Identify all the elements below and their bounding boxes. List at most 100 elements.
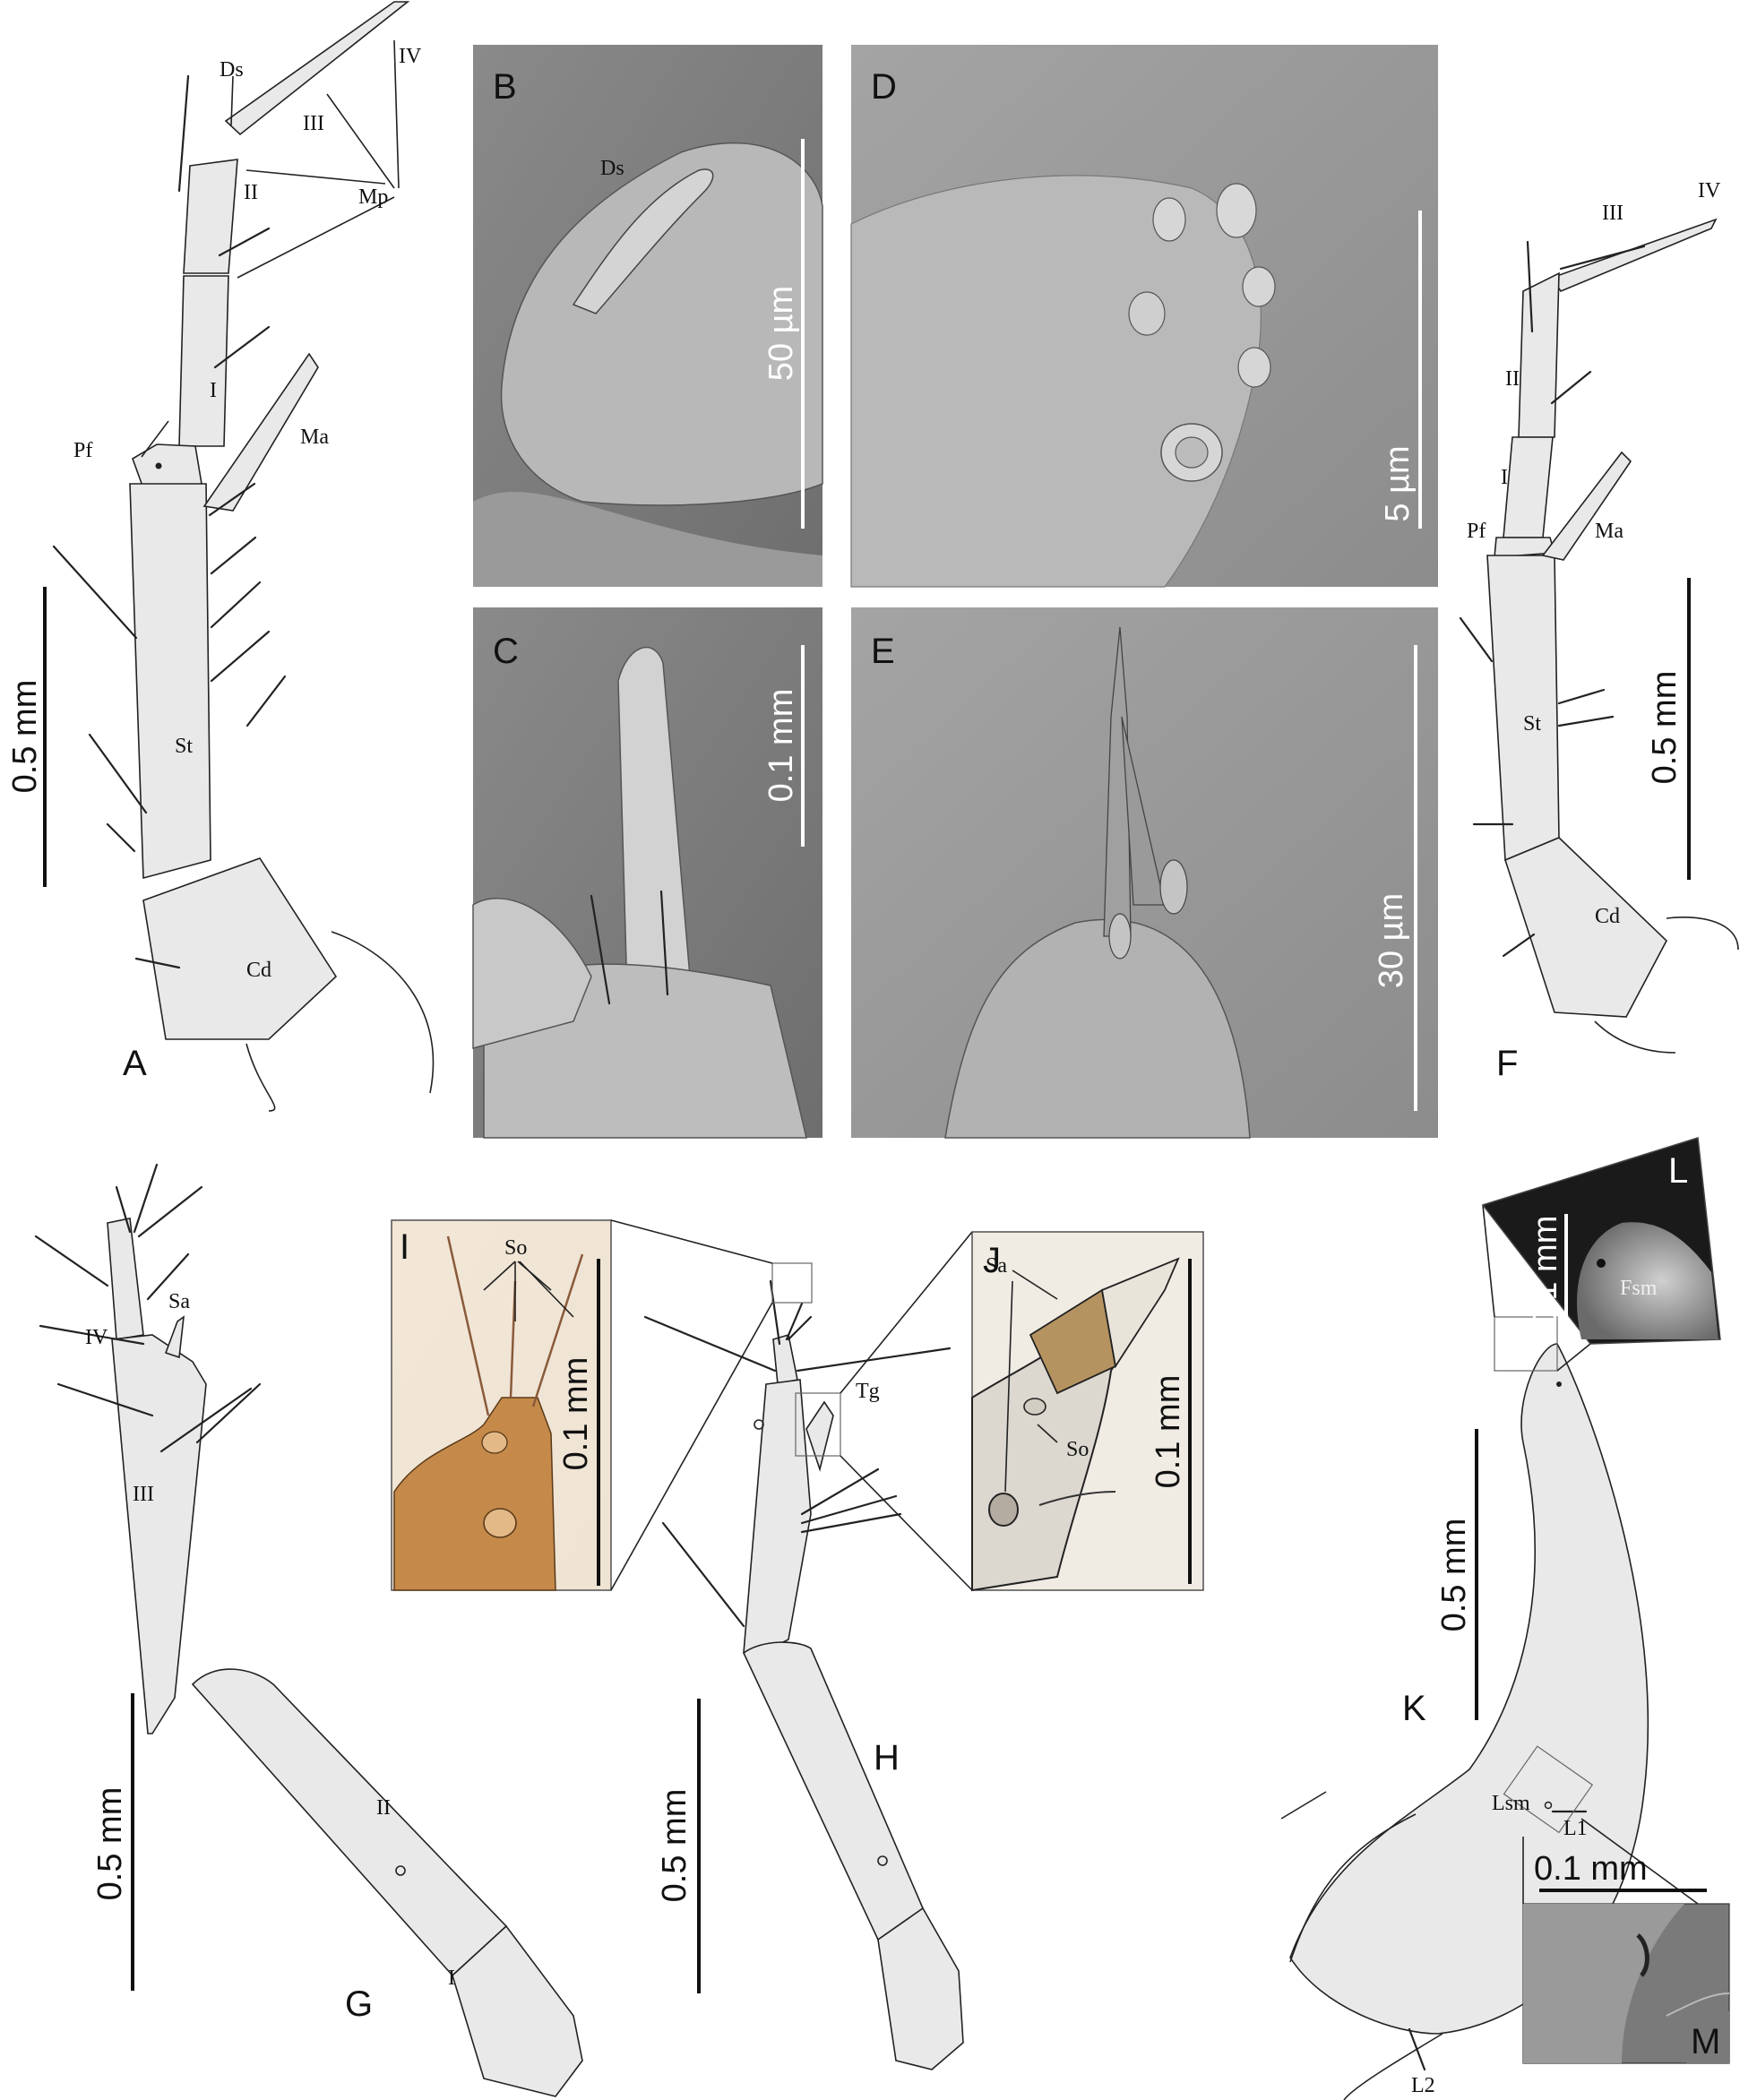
- h-segment-iv: [772, 1333, 798, 1385]
- panel-j: Sa So 0.1 mm J: [971, 1231, 1204, 1592]
- g-label-ii: II: [376, 1796, 391, 1820]
- a-label-ii: II: [244, 181, 258, 204]
- i-panel-letter: I: [400, 1227, 409, 1267]
- h-sensory-appendage: [805, 1400, 834, 1472]
- a-scale-label: 0.5 mm: [6, 680, 44, 794]
- f-label-st: St: [1523, 712, 1541, 736]
- g-sensory-appendage: [164, 1315, 185, 1359]
- f-label-pf: Pf: [1467, 520, 1486, 543]
- h-inset-frame-j: [795, 1392, 841, 1457]
- l-label-fsm: Fsm: [1620, 1277, 1658, 1300]
- f-stipes: [1486, 555, 1560, 862]
- panel-l: Fsm 0.1 mm L: [1481, 1137, 1721, 1345]
- panel-c: 0.1 mm C: [472, 607, 823, 1139]
- i-scale-label: 0.1 mm: [557, 1357, 595, 1471]
- f-maxillary-lobe: [1541, 451, 1632, 561]
- a-cardo: [142, 857, 338, 1040]
- j-label-sa: Sa: [986, 1254, 1007, 1278]
- l-panel-letter: L: [1668, 1151, 1688, 1191]
- panel-m: 0.1 mm M: [1522, 1850, 1730, 2064]
- g-panel-letter: G: [345, 1984, 373, 2024]
- g-scale-label: 0.5 mm: [91, 1787, 129, 1901]
- f-label-iv: IV: [1698, 179, 1721, 202]
- a-label-cd: Cd: [246, 959, 271, 982]
- i-label-so: So: [504, 1236, 527, 1260]
- k-inset-frame-l: [1494, 1316, 1558, 1372]
- k-scale-label: 0.5 mm: [1435, 1519, 1473, 1632]
- g-segment-iii: [111, 1334, 207, 1734]
- panel-i: So 0.1 mm I: [391, 1219, 612, 1591]
- f-panel-letter: F: [1496, 1044, 1518, 1083]
- f-label-i: I: [1501, 466, 1508, 489]
- f-segment-ii: [1518, 271, 1560, 438]
- panel-h: Tg 0.5 mm H: [610, 1219, 973, 2070]
- h-segment-iii: [743, 1379, 812, 1654]
- a-label-ma: Ma: [300, 426, 329, 449]
- a-label-iv: IV: [399, 45, 422, 68]
- panel-e: 30 µm E: [851, 607, 1438, 1139]
- g-label-iii: III: [133, 1483, 154, 1506]
- f-label-cd: Cd: [1595, 905, 1620, 928]
- b-scale-label: 50 µm: [762, 286, 800, 381]
- h-panel-letter: H: [874, 1738, 900, 1777]
- a-segment-i: [178, 275, 229, 447]
- h-segment-i: [877, 1906, 964, 2070]
- k-label-l1: L1: [1563, 1817, 1588, 1840]
- j-label-so: So: [1066, 1438, 1089, 1461]
- g-segment-i: [452, 1924, 583, 2097]
- h-label-tg: Tg: [856, 1380, 880, 1403]
- f-segment-iii-iv: [1550, 218, 1718, 292]
- panel-a: Ds IV III II Mp I Pf Ma St Cd 0.5 mm A: [6, 1, 435, 1112]
- panel-d: 5 µm D: [850, 45, 1438, 588]
- panel-f: IV III II I Pf Ma St Cd 0.5 mm F: [1459, 179, 1739, 1083]
- a-outline-curve: [331, 931, 435, 1094]
- a-label-st: St: [175, 735, 193, 758]
- f-segment-i: [1503, 436, 1554, 538]
- b-label-ds: Ds: [600, 157, 624, 180]
- h-segment-ii: [742, 1641, 924, 1941]
- f-label-ii: II: [1505, 367, 1520, 391]
- b-panel-letter: B: [493, 67, 517, 107]
- a-segment-iv: [224, 1, 410, 136]
- e-panel-letter: E: [871, 632, 895, 671]
- c-panel-letter: C: [493, 632, 519, 671]
- a-panel-letter: A: [123, 1044, 147, 1083]
- h-inset-frame-i: [771, 1262, 813, 1304]
- k-label-lsm: Lsm: [1492, 1792, 1530, 1815]
- e-scale-label: 30 µm: [1373, 893, 1410, 988]
- g-segment-ii: [191, 1668, 508, 1977]
- d-panel-letter: D: [871, 67, 897, 107]
- g-segment-iv: [107, 1218, 144, 1340]
- panel-b: Ds 50 µm B: [473, 45, 823, 587]
- l-scale-label: 0.1 mm: [1527, 1216, 1564, 1330]
- j-scale-label: 0.1 mm: [1150, 1375, 1187, 1489]
- panel-k: Lsm L1 L2 0.5 mm K: [1280, 1204, 1699, 2100]
- k-panel-letter: K: [1402, 1689, 1426, 1728]
- a-stipes: [129, 483, 211, 880]
- g-label-i: I: [448, 1967, 455, 1990]
- f-cardo: [1504, 837, 1667, 1018]
- a-maxillary-lobe: [202, 352, 319, 512]
- h-scale-label: 0.5 mm: [656, 1789, 693, 1903]
- f-label-ma: Ma: [1595, 520, 1624, 543]
- g-label-sa: Sa: [168, 1290, 190, 1313]
- f-scale-label: 0.5 mm: [1646, 671, 1684, 785]
- a-label-iii: III: [303, 112, 324, 135]
- panel-g: IV Sa III II I 0.5 mm G: [34, 1163, 583, 2097]
- a-patella-joint: [132, 443, 202, 489]
- g-label-iv: IV: [85, 1326, 108, 1349]
- a-label-mp: Mp: [358, 185, 388, 209]
- c-scale-label: 0.1 mm: [762, 689, 800, 803]
- a-label-pf: Pf: [73, 439, 92, 462]
- a-segment-ii: [183, 159, 238, 274]
- j-panel-letter: J: [983, 1241, 1001, 1280]
- a-label-i: I: [210, 379, 217, 402]
- m-panel-letter: M: [1691, 2022, 1720, 2061]
- k-label-l2: L2: [1411, 2074, 1435, 2097]
- d-scale-label: 5 µm: [1379, 445, 1417, 521]
- f-label-iii: III: [1602, 202, 1624, 225]
- a-label-ds: Ds: [220, 58, 244, 82]
- m-scale-label: 0.1 mm: [1534, 1850, 1648, 1888]
- k-mandible: [1289, 1343, 1649, 2035]
